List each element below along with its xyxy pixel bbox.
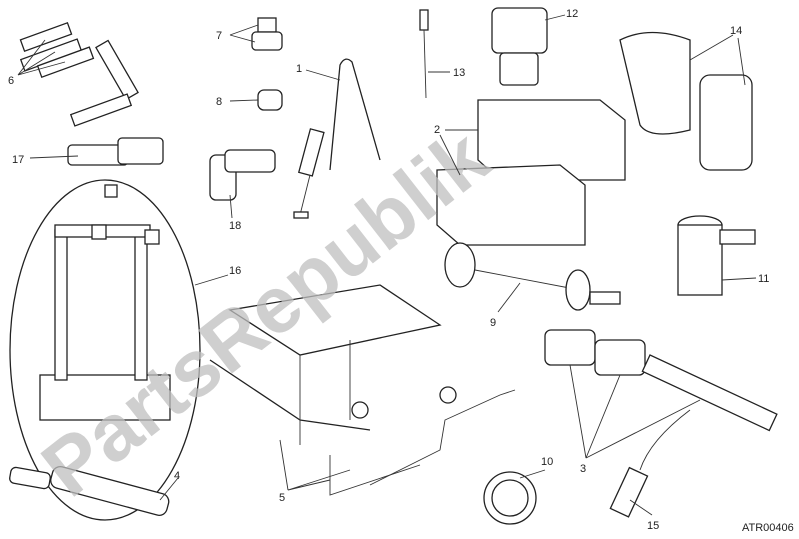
part-4-driver[interactable] xyxy=(9,465,171,517)
callout-5: 5 xyxy=(279,492,285,504)
part-2-blocks[interactable] xyxy=(436,99,626,246)
diagram-code: ATR00406 xyxy=(742,522,794,534)
callout-4: 4 xyxy=(174,470,180,482)
part-15-sensor[interactable] xyxy=(609,409,691,518)
part-18-elbow[interactable] xyxy=(209,149,276,201)
callout-7: 7 xyxy=(216,30,222,42)
callout-16: 16 xyxy=(229,265,241,277)
callout-18: 18 xyxy=(229,220,241,232)
callout-8: 8 xyxy=(216,96,222,108)
part-7-adapter[interactable] xyxy=(251,17,283,51)
callout-11: 11 xyxy=(758,273,769,285)
callout-6: 6 xyxy=(8,75,14,87)
callout-15: 15 xyxy=(647,520,659,532)
part-10-ring-wrench[interactable] xyxy=(483,471,537,525)
part-11-holder[interactable] xyxy=(677,215,756,296)
part-8-bushing[interactable] xyxy=(257,89,283,111)
part-5-bars[interactable] xyxy=(329,389,516,496)
part-12-socket[interactable] xyxy=(491,7,548,86)
callout-12: 12 xyxy=(566,8,578,20)
part-14-half-shells[interactable] xyxy=(619,31,753,171)
part-13-rod[interactable] xyxy=(419,9,429,99)
callout-2: 2 xyxy=(434,124,440,136)
part-9-puller[interactable] xyxy=(444,242,621,311)
callout-3: 3 xyxy=(580,463,586,475)
callout-17: 17 xyxy=(12,154,24,166)
callout-1: 1 xyxy=(296,63,302,75)
callout-14: 14 xyxy=(730,25,742,37)
part-1-probe[interactable] xyxy=(293,58,381,219)
callout-13: 13 xyxy=(453,67,465,79)
part-3-drivers[interactable] xyxy=(544,329,778,432)
callout-10: 10 xyxy=(541,456,553,468)
part-stand-frame[interactable] xyxy=(209,284,457,445)
part-17-wrench[interactable] xyxy=(67,137,164,166)
part-16-stand[interactable] xyxy=(9,179,201,521)
callout-labels: 1 2 3 4 5 6 7 8 9 10 11 12 13 14 15 16 1… xyxy=(8,8,794,534)
callout-9: 9 xyxy=(490,317,496,329)
leader-lines xyxy=(17,14,757,516)
part-6-pins[interactable] xyxy=(19,21,139,127)
